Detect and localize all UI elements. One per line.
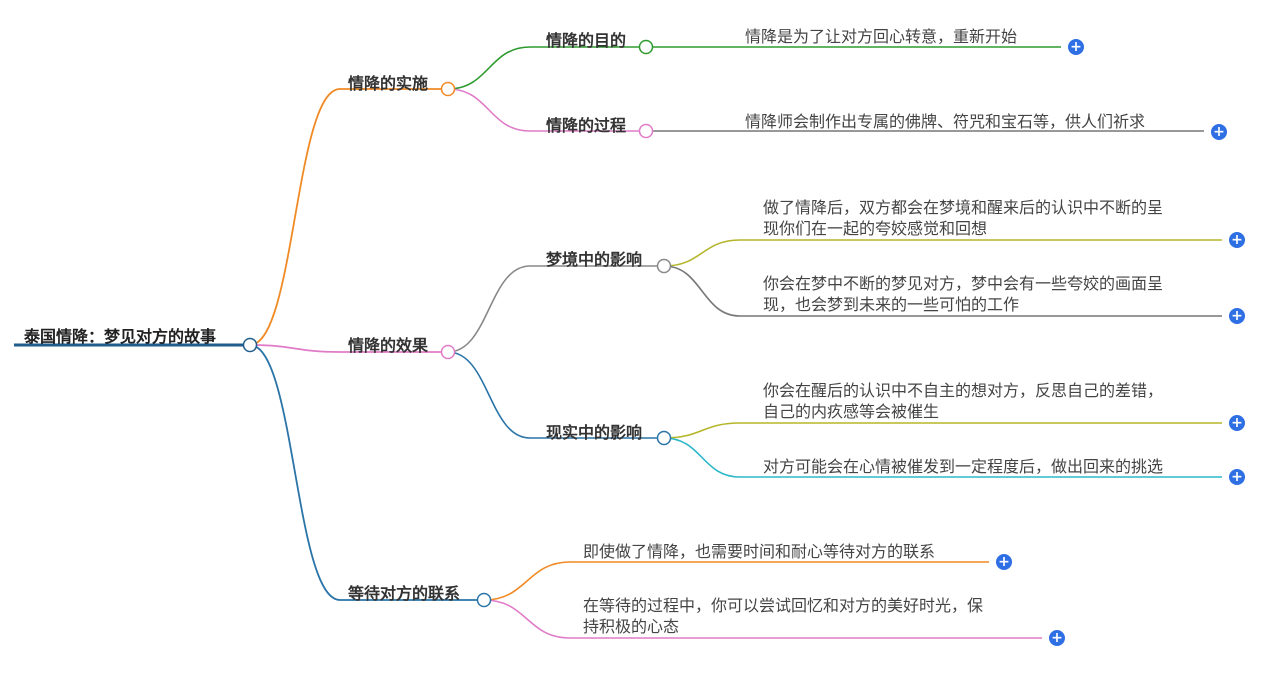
node-dream-influence[interactable]: 梦境中的影响: [546, 250, 643, 269]
collapse-node-icon[interactable]: [476, 592, 492, 608]
plus-icon[interactable]: +: [1229, 308, 1245, 324]
plus-icon[interactable]: +: [996, 554, 1012, 570]
branch-effects[interactable]: 情降的效果: [348, 336, 429, 355]
collapse-node-icon[interactable]: [638, 123, 654, 139]
collapse-node-icon[interactable]: [638, 39, 654, 55]
leaf-dream-1: 做了情降后，双方都会在梦境和醒来后的认识中不断的呈 现你们在一起的夸姣感觉和回想: [763, 198, 1164, 238]
node-purpose[interactable]: 情降的目的: [546, 31, 627, 50]
connector: [447, 351, 531, 439]
connector: [447, 265, 531, 353]
leaf-waiting-1: 即使做了情降，也需要时间和耐心等待对方的联系: [583, 542, 936, 561]
plus-icon[interactable]: +: [1049, 630, 1065, 646]
connector: [483, 561, 989, 601]
connector: [249, 344, 341, 353]
collapse-node-icon[interactable]: [242, 337, 258, 353]
plus-icon[interactable]: +: [1211, 124, 1227, 140]
connector: [663, 239, 1222, 267]
leaf-process-text: 情降师会制作出专属的佛牌、符咒和宝石等，供人们祈求: [745, 112, 1146, 131]
node-process[interactable]: 情降的过程: [546, 116, 627, 135]
connector: [663, 265, 1222, 317]
collapse-node-icon[interactable]: [440, 81, 456, 97]
branch-implementation[interactable]: 情降的实施: [348, 74, 429, 93]
collapse-node-icon[interactable]: [656, 430, 672, 446]
collapse-node-icon[interactable]: [440, 344, 456, 360]
collapse-node-icon[interactable]: [656, 258, 672, 274]
connector: [447, 46, 531, 90]
leaf-reality-2: 对方可能会在心情被催发到一定程度后，做出回来的挑选: [763, 457, 1164, 476]
connector: [483, 599, 1042, 639]
plus-icon[interactable]: +: [1229, 415, 1245, 431]
node-reality-influence[interactable]: 现实中的影响: [546, 423, 643, 442]
plus-icon[interactable]: +: [1068, 39, 1084, 55]
connector: [663, 422, 1222, 439]
leaf-purpose-text: 情降是为了让对方回心转意，重新开始: [745, 27, 1018, 46]
connector: [249, 88, 341, 346]
connector: [249, 344, 341, 601]
plus-icon[interactable]: +: [1229, 469, 1245, 485]
branch-waiting[interactable]: 等待对方的联系: [348, 584, 461, 603]
connector: [663, 437, 1222, 478]
leaf-dream-2: 你会在梦中不断的梦见对方，梦中会有一些夸姣的画面呈 现，也会梦到未来的一些可怕的…: [763, 274, 1164, 314]
connector: [447, 88, 531, 132]
leaf-waiting-2: 在等待的过程中，你可以尝试回忆和对方的美好时光，保 持积极的心态: [583, 596, 984, 636]
leaf-reality-1: 你会在醒后的认识中不自主的想对方，反思自己的差错， 自己的内疚感等会被催生: [763, 381, 1164, 421]
plus-icon[interactable]: +: [1229, 232, 1245, 248]
root-topic[interactable]: 泰国情降：梦见对方的故事: [24, 327, 217, 346]
